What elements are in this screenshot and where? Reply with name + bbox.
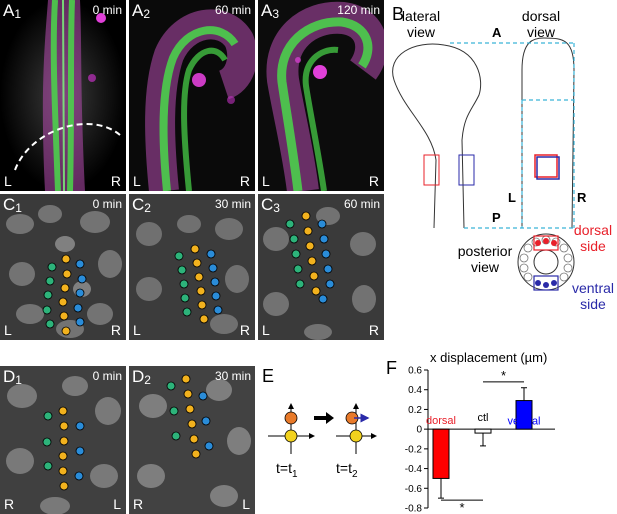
bar-dorsal	[432, 428, 450, 479]
yellow-cell-t2	[349, 429, 363, 443]
side-left-label: L	[133, 173, 141, 189]
micrograph-c1	[0, 194, 126, 340]
bar-ctl	[474, 428, 492, 434]
y-tick-label: -0.4	[405, 464, 423, 475]
dorsal-view-label: dorsal view	[521, 8, 561, 40]
time-t2-label: t=t2	[336, 460, 358, 480]
micrograph-c3	[258, 194, 384, 340]
micrograph-d1	[0, 366, 126, 514]
time-label: 0 min	[92, 369, 122, 383]
y-tick-label: 0.4	[408, 385, 422, 396]
axis-label-a: A	[492, 25, 502, 40]
time-t1-label: t=t1	[276, 460, 298, 480]
time-label: 120 min	[337, 3, 380, 17]
panel-letter-e: E	[262, 366, 275, 386]
lateral-dorsal-box	[423, 154, 440, 186]
axis-label-p: P	[492, 210, 501, 225]
panel-label: A3	[261, 1, 280, 21]
micrograph-a2	[129, 0, 255, 191]
panel-a3: A3 120 min L R	[258, 0, 384, 191]
y-tick-label: 0.2	[408, 405, 422, 416]
significance-star: *	[459, 500, 464, 514]
significance-star: *	[501, 368, 506, 383]
panel-d2: D2 30 min R L	[129, 366, 255, 514]
panel-label: A2	[132, 1, 151, 21]
category-label-dorsal: dorsal	[426, 415, 456, 427]
micrograph-c2	[129, 194, 255, 340]
panel-e: E t=t1 t=t2	[256, 366, 378, 514]
side-right-label: L	[242, 496, 250, 512]
panel-letter-b: B	[392, 4, 405, 24]
side-right-label: R	[368, 173, 379, 189]
side-left-label: L	[262, 173, 270, 189]
panel-d1: D1 0 min R L	[0, 366, 126, 514]
dorsal-side-label: dorsal side	[573, 222, 613, 254]
dorsal-embryo-outline	[521, 37, 575, 229]
panel-label: D2	[132, 367, 151, 387]
side-left-label: R	[133, 496, 144, 512]
category-label-ventral: ventral	[507, 416, 540, 428]
micrograph-d2	[129, 366, 255, 514]
time-label: 60 min	[343, 197, 380, 211]
side-left-label: L	[262, 322, 270, 338]
schematic-diagram	[392, 37, 575, 291]
micrograph-a3	[258, 0, 384, 191]
lateral-view-label: lateral view	[401, 8, 441, 40]
panel-label: C2	[132, 195, 151, 215]
axis-label-r: R	[577, 190, 587, 205]
panel-label: C1	[3, 195, 22, 215]
side-right-label: R	[110, 173, 121, 189]
panel-b: B lateral view dorsal view	[384, 0, 617, 312]
side-right-label: L	[113, 496, 121, 512]
time-label: 60 min	[214, 3, 251, 17]
panel-a2: A2 60 min L R	[129, 0, 255, 191]
side-left-label: L	[4, 173, 12, 189]
lateral-embryo-outline	[392, 43, 482, 229]
yellow-cell-t1	[284, 429, 298, 443]
side-left-label: L	[4, 322, 12, 338]
y-tick-label: -0.8	[405, 504, 423, 514]
panel-label: D1	[3, 367, 22, 387]
posterior-ventral-box	[533, 275, 559, 291]
posterior-ring-inner	[533, 249, 559, 275]
panel-c2: C2 30 min L R	[129, 194, 255, 340]
lateral-ventral-box	[458, 154, 475, 186]
ventral-side-label: ventral side	[571, 280, 615, 312]
y-tick-label: 0	[416, 425, 422, 436]
chart-title: x displacement (µm)	[430, 350, 548, 365]
panel-label: C3	[261, 195, 280, 215]
y-tick-label: 0.6	[408, 366, 422, 377]
side-right-label: R	[239, 322, 250, 338]
transition-arrow	[314, 412, 334, 424]
y-tick-label: -0.2	[405, 444, 423, 455]
time-label: 30 min	[214, 197, 251, 211]
posterior-dorsal-box	[533, 235, 559, 251]
time-label: 30 min	[214, 369, 251, 383]
category-label-ctl: ctl	[478, 412, 489, 424]
time-label: 0 min	[92, 197, 122, 211]
panel-letter-f: F	[386, 358, 397, 378]
panel-a1: A1 0 min L R	[0, 0, 126, 191]
orange-cell-t1	[284, 411, 298, 425]
time-label: 0 min	[92, 3, 122, 17]
panel-c1: C1 0 min L R	[0, 194, 126, 340]
posterior-view-label: posterior view	[457, 243, 513, 275]
displacement-schematic	[268, 403, 377, 454]
panel-c3: C3 60 min L R	[258, 194, 384, 340]
axis-label-l: L	[508, 190, 516, 205]
dorsal-blue-box	[536, 156, 560, 180]
micrograph-a1	[0, 0, 126, 191]
dorsal-red-box	[534, 154, 558, 178]
panel-f: F x displacement (µm) -0.8 -0.6 -0.4 -0.2 0 0…	[380, 346, 617, 514]
panel-label: A1	[3, 1, 22, 21]
side-right-label: R	[110, 322, 121, 338]
side-left-label: L	[133, 322, 141, 338]
side-left-label: R	[4, 496, 15, 512]
y-tick-label: -0.6	[405, 484, 423, 495]
side-right-label: R	[239, 173, 250, 189]
side-right-label: R	[368, 322, 379, 338]
bar-chart: -0.8 -0.6 -0.4 -0.2 0 0.2 0.4 0.6 dorsal ctl ventr…	[405, 366, 555, 514]
